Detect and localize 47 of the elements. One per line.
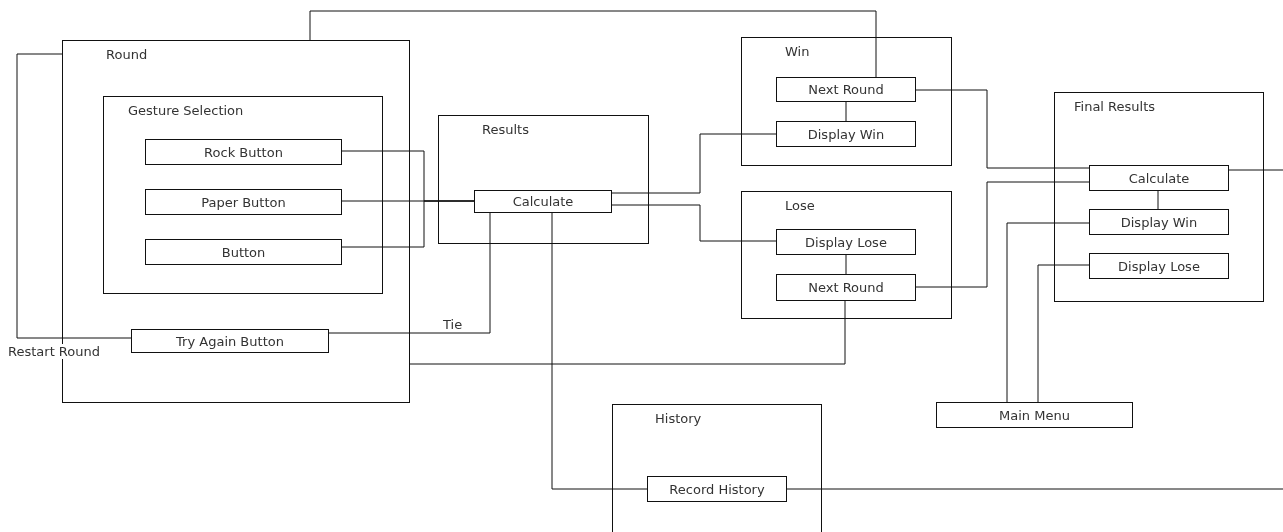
group-title: Round bbox=[106, 47, 148, 62]
connector-line bbox=[1228, 169, 1283, 171]
connector-line bbox=[16, 53, 132, 339]
process-box: Next Round bbox=[776, 274, 916, 301]
group-box bbox=[741, 191, 952, 319]
group-title: Gesture Selection bbox=[128, 103, 244, 118]
group-box bbox=[438, 115, 649, 244]
connector-line bbox=[1157, 190, 1159, 210]
group-title: Final Results bbox=[1074, 99, 1156, 114]
process-box: Button bbox=[145, 239, 342, 265]
process-box: Calculate bbox=[1089, 165, 1229, 191]
group-box bbox=[1054, 92, 1264, 302]
group-title: Results bbox=[482, 122, 529, 137]
connector-line bbox=[915, 181, 1090, 288]
connector-line bbox=[845, 254, 847, 275]
process-box: Try Again Button bbox=[131, 329, 329, 353]
group-box bbox=[103, 96, 383, 294]
connector-line bbox=[611, 204, 777, 242]
connector-line bbox=[1037, 264, 1090, 403]
process-box: Display Lose bbox=[1089, 253, 1229, 279]
group-box bbox=[62, 40, 410, 403]
group-title: Lose bbox=[785, 198, 815, 213]
edge-label: Restart Round bbox=[8, 344, 100, 359]
process-box: Paper Button bbox=[145, 189, 342, 215]
connector-line bbox=[328, 212, 491, 334]
process-box: Display Win bbox=[776, 121, 916, 147]
connector-line bbox=[341, 200, 475, 248]
process-box: Next Round bbox=[776, 77, 916, 102]
process-box: Display Win bbox=[1089, 209, 1229, 235]
group-box bbox=[741, 37, 952, 166]
group-title: Win bbox=[785, 44, 810, 59]
connector-line bbox=[786, 488, 1283, 490]
connector-line bbox=[551, 212, 648, 490]
edge-label: Tie bbox=[443, 317, 463, 332]
group-box bbox=[612, 404, 822, 532]
connector-line bbox=[1006, 222, 1090, 403]
connector-line bbox=[309, 10, 877, 78]
process-box: Main Menu bbox=[936, 402, 1133, 428]
process-box: Rock Button bbox=[145, 139, 342, 165]
connector-line bbox=[409, 300, 846, 365]
process-box: Record History bbox=[647, 476, 787, 502]
group-title: History bbox=[655, 411, 702, 426]
process-box: Calculate bbox=[474, 190, 612, 213]
connector-line bbox=[611, 133, 777, 194]
connector-line bbox=[845, 101, 847, 122]
connector-line bbox=[915, 89, 1090, 169]
process-box: Display Lose bbox=[776, 229, 916, 255]
